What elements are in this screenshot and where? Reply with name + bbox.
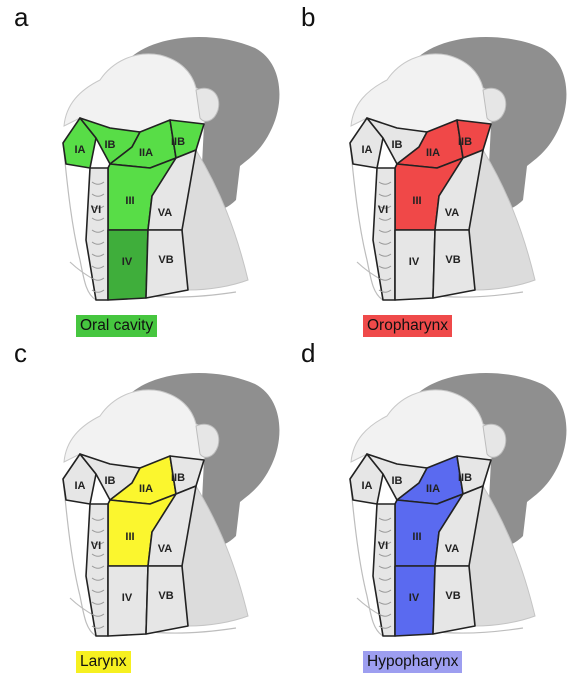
level-label: VA [445, 207, 460, 219]
level-label: IIB [171, 472, 185, 484]
level-label: VB [445, 254, 460, 266]
level-label: III [412, 195, 421, 207]
level-label: VB [445, 590, 460, 602]
site-caption: Larynx [76, 651, 131, 673]
level-label: IV [409, 256, 420, 268]
level-label: IIA [426, 483, 440, 495]
site-caption: Oral cavity [76, 315, 157, 337]
level-label: VB [158, 254, 173, 266]
level-label: IIB [171, 136, 185, 148]
level-label: IA [75, 144, 86, 156]
level-label: VA [158, 543, 173, 555]
neck-illustration: IA IB IIA IIB III VA VI IV VB [287, 336, 574, 672]
neck-illustration: IA IB IIA IIB III VA VI IV VB [287, 0, 574, 336]
level-label: III [412, 531, 421, 543]
level-label: IB [392, 139, 403, 151]
level-label: VB [158, 590, 173, 602]
site-caption: Oropharynx [363, 315, 452, 337]
level-label: IIA [139, 147, 153, 159]
level-label: IB [105, 475, 116, 487]
level-label: VI [91, 540, 101, 552]
level-label: IB [392, 475, 403, 487]
level-label: IA [75, 480, 86, 492]
level-label: III [125, 195, 134, 207]
level-label: IV [122, 592, 133, 604]
level-label: IIB [458, 472, 472, 484]
site-caption: Hypopharynx [363, 651, 462, 673]
level-label: VI [91, 204, 101, 216]
level-label: IV [409, 592, 420, 604]
level-label: IIA [426, 147, 440, 159]
level-label: IIA [139, 483, 153, 495]
neck-illustration: IA IB IIA IIB III VA VI IV VB [0, 0, 287, 336]
ear-shape [196, 88, 219, 121]
level-label: IB [105, 139, 116, 151]
level-label: IA [362, 144, 373, 156]
neck-illustration: IA IB IIA IIB III VA VI IV VB [0, 336, 287, 672]
level-label: IA [362, 480, 373, 492]
ear-shape [483, 424, 506, 457]
level-label: III [125, 531, 134, 543]
level-label: IV [122, 256, 133, 268]
level-label: IIB [458, 136, 472, 148]
level-label: VA [158, 207, 173, 219]
level-label: VI [378, 540, 388, 552]
ear-shape [483, 88, 506, 121]
level-label: VI [378, 204, 388, 216]
level-label: VA [445, 543, 460, 555]
panel-a: aIAIBIIAIIBIIIVAVIIVVBOral cavity [0, 0, 287, 336]
ear-shape [196, 424, 219, 457]
